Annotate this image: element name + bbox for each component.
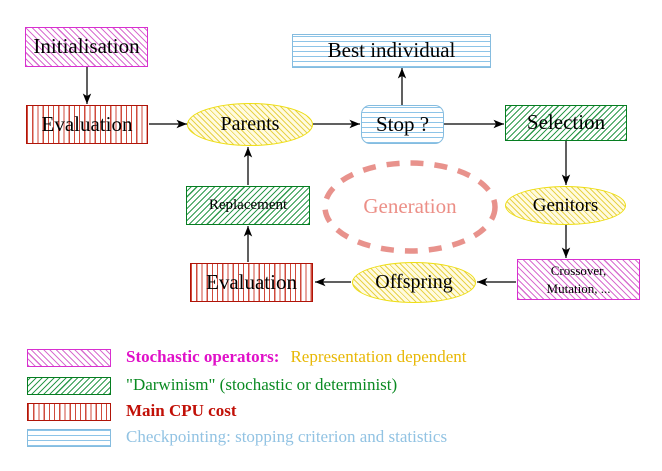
- node-initialisation[interactable]: Initialisation: [25, 27, 148, 67]
- node-replacement[interactable]: Replacement: [186, 186, 310, 225]
- node-evaluation-bottom[interactable]: Evaluation: [190, 263, 313, 302]
- node-best-individual[interactable]: Best individual: [292, 34, 491, 68]
- legend-label-representation-dependent: Representation dependent: [290, 347, 467, 366]
- node-offspring-label: Offspring: [375, 271, 453, 294]
- node-parents-label: Parents: [220, 113, 280, 136]
- legend-swatch-green: [27, 377, 111, 395]
- legend-label-checkpointing: Checkpointing: stopping criterion and st…: [126, 427, 448, 446]
- node-offspring[interactable]: Offspring: [352, 262, 476, 303]
- node-selection-label: Selection: [526, 110, 606, 135]
- node-replacement-label: Replacement: [208, 196, 288, 213]
- node-selection[interactable]: Selection: [505, 105, 627, 141]
- node-generation-label: Generation: [363, 194, 457, 219]
- node-evaluation-top-label: Evaluation: [41, 111, 133, 136]
- node-evaluation-top[interactable]: Evaluation: [26, 105, 148, 144]
- node-crossover-mutation[interactable]: Crossover, Mutation, ...: [517, 259, 640, 300]
- node-evaluation-bottom-label: Evaluation: [206, 269, 297, 294]
- node-generation[interactable]: Generation: [325, 163, 495, 251]
- legend-label-darwinism: "Darwinism" (stochastic or determinist): [126, 375, 398, 394]
- legend-swatch-magenta: [27, 349, 111, 367]
- node-stop[interactable]: Stop ?: [361, 105, 444, 144]
- node-initialisation-label: Initialisation: [33, 34, 140, 59]
- node-stop-label: Stop ?: [375, 111, 430, 136]
- legend-label-stochastic-operators: Stochastic operators:: [126, 347, 280, 366]
- node-genitors[interactable]: Genitors: [505, 186, 626, 225]
- node-crossover-mutation-label: Crossover, Mutation, ...: [546, 262, 611, 296]
- legend: Stochastic operators: Representation depe…: [0, 335, 662, 455]
- node-genitors-label: Genitors: [532, 194, 599, 216]
- node-parents[interactable]: Parents: [187, 103, 313, 146]
- legend-label-main-cpu-cost: Main CPU cost: [126, 401, 237, 420]
- node-best-individual-label: Best individual: [327, 38, 456, 63]
- legend-swatch-red: [27, 403, 111, 421]
- generation-dashed-ellipse: [322, 160, 498, 254]
- legend-swatch-blue: [27, 429, 111, 447]
